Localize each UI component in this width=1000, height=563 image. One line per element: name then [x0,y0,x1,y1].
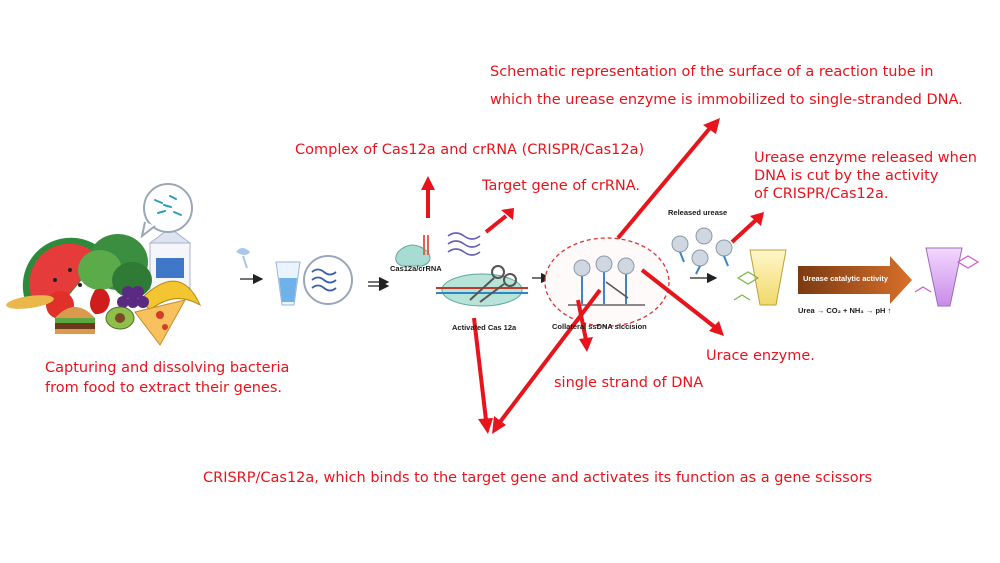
cas12a-crrna-complex-icon [395,232,481,267]
process-arrows [240,272,718,292]
pipette-tube-icon [236,248,353,306]
food-illustration [6,227,202,346]
collateral-label: Collateral ssDNA siccision [552,322,647,331]
reaction-equation: Urea → CO₂ + NH₃ → pH ↑ [798,306,892,315]
released-annotation-line2: DNA is cut by the activity [754,168,939,184]
single-strand-annotation: single strand of DNA [554,375,704,391]
annotation-arrows [421,118,764,434]
schematic-annotation-line1: Schematic representation of the surface … [490,64,934,80]
catalytic-activity-label: Urease catalytic activity [803,274,889,283]
capture-annotation-line1: Capturing and dissolving bacteria [45,360,290,376]
bacteria-bubble-icon [140,183,193,239]
ph-indicator-tube-icon [914,247,980,307]
released-urease-label: Released urease [668,208,728,217]
reaction-surface-icon [544,237,670,327]
activated-cas12a-label: Activated Cas 12a [452,323,517,332]
schematic-annotation-line2: which the urease enzyme is immobilized t… [490,92,963,108]
released-annotation-line1: Urease enzyme released when [754,150,977,166]
activated-cas12a-icon [436,265,528,307]
capture-annotation-line2: from food to extract their genes. [45,380,283,396]
urease-tube-icon [733,249,787,306]
catalytic-activity-arrow [798,256,912,304]
target-gene-annotation: Target gene of crRNA. [482,178,641,194]
urace-annotation: Urace enzyme. [706,348,815,364]
cas12a-crrna-label: Cas12a/crRNA [390,264,442,273]
released-urease-icon [671,227,733,275]
crisrp-annotation: CRISRP/Cas12a, which binds to the target… [203,470,873,486]
released-annotation-line3: of CRISPR/Cas12a. [754,186,889,202]
complex-annotation: Complex of Cas12a and crRNA (CRISPR/Cas1… [295,142,645,158]
